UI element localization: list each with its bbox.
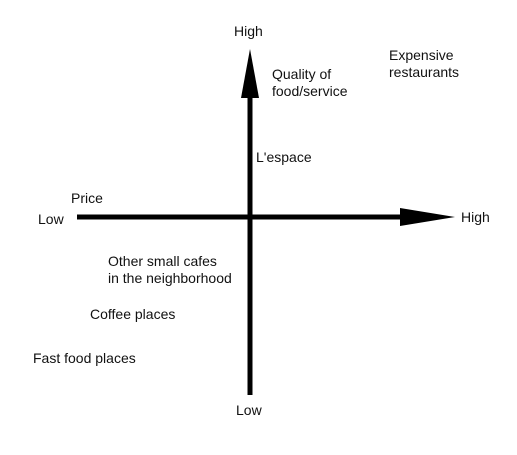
horizontal-axis-low-label: Low <box>38 211 64 227</box>
item-fast-food-places: Fast food places <box>33 350 136 366</box>
item-other-small-cafes: Other small cafes in the neighborhood <box>108 253 232 286</box>
item-lespace: L'espace <box>256 149 312 165</box>
item-expensive-restaurants: Expensive restaurants <box>389 47 460 80</box>
vertical-axis-high-label: High <box>234 23 263 39</box>
vertical-axis-name: Quality of food/service <box>272 66 348 99</box>
vertical-axis-low-label: Low <box>236 402 262 418</box>
horizontal-axis-arrowhead <box>400 208 455 226</box>
horizontal-axis-name: Price <box>71 190 103 206</box>
item-coffee-places: Coffee places <box>90 306 176 322</box>
vertical-axis-arrowhead <box>241 49 259 98</box>
horizontal-axis-high-label: High <box>461 209 490 225</box>
